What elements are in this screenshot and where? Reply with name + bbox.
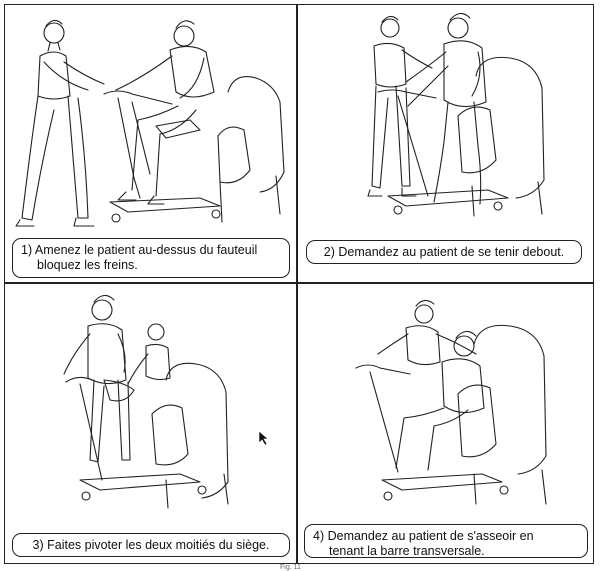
figure-label: Fig. 11 xyxy=(280,564,301,571)
caption-step-4: 4) Demandez au patient de s'asseoir en t… xyxy=(304,524,588,558)
caption-step-2: 2) Demandez au patient de se tenir debou… xyxy=(306,240,582,264)
panel-4: 4) Demandez au patient de s'asseoir en t… xyxy=(298,284,592,563)
illustration-caregiver-positioning-patient xyxy=(15,19,285,227)
caption-step-3: 3) Faites pivoter les deux moitiés du si… xyxy=(12,533,290,557)
illustration-patient-standing xyxy=(367,12,545,217)
illustration-pivot-seat xyxy=(63,294,229,509)
caption-step-1-line-1: 1) Amenez le patient au-dessus du fauteu… xyxy=(21,243,258,257)
vertical-divider xyxy=(296,4,298,564)
caption-step-2-line-1: 2) Demandez au patient de se tenir debou… xyxy=(323,245,565,259)
caption-step-3-line-1: 3) Faites pivoter les deux moitiés du si… xyxy=(32,538,270,552)
horizontal-divider xyxy=(4,282,594,284)
caption-step-1-line-2: bloquez les freins. xyxy=(37,258,138,272)
illustration-patient-sitting xyxy=(355,299,547,505)
caption-step-1: 1) Amenez le patient au-dessus du fauteu… xyxy=(12,238,290,278)
mouse-pointer-icon xyxy=(258,430,269,446)
caption-step-4-line-1: 4) Demandez au patient de s'asseoir en xyxy=(313,529,534,543)
panel-3: 3) Faites pivoter les deux moitiés du si… xyxy=(6,284,295,563)
figure-grid xyxy=(4,4,594,564)
panel-2: 2) Demandez au patient de se tenir debou… xyxy=(298,6,592,281)
caption-step-4-line-2: tenant la barre transversale. xyxy=(329,544,485,558)
panel-1: 1) Amenez le patient au-dessus du fauteu… xyxy=(6,6,295,281)
